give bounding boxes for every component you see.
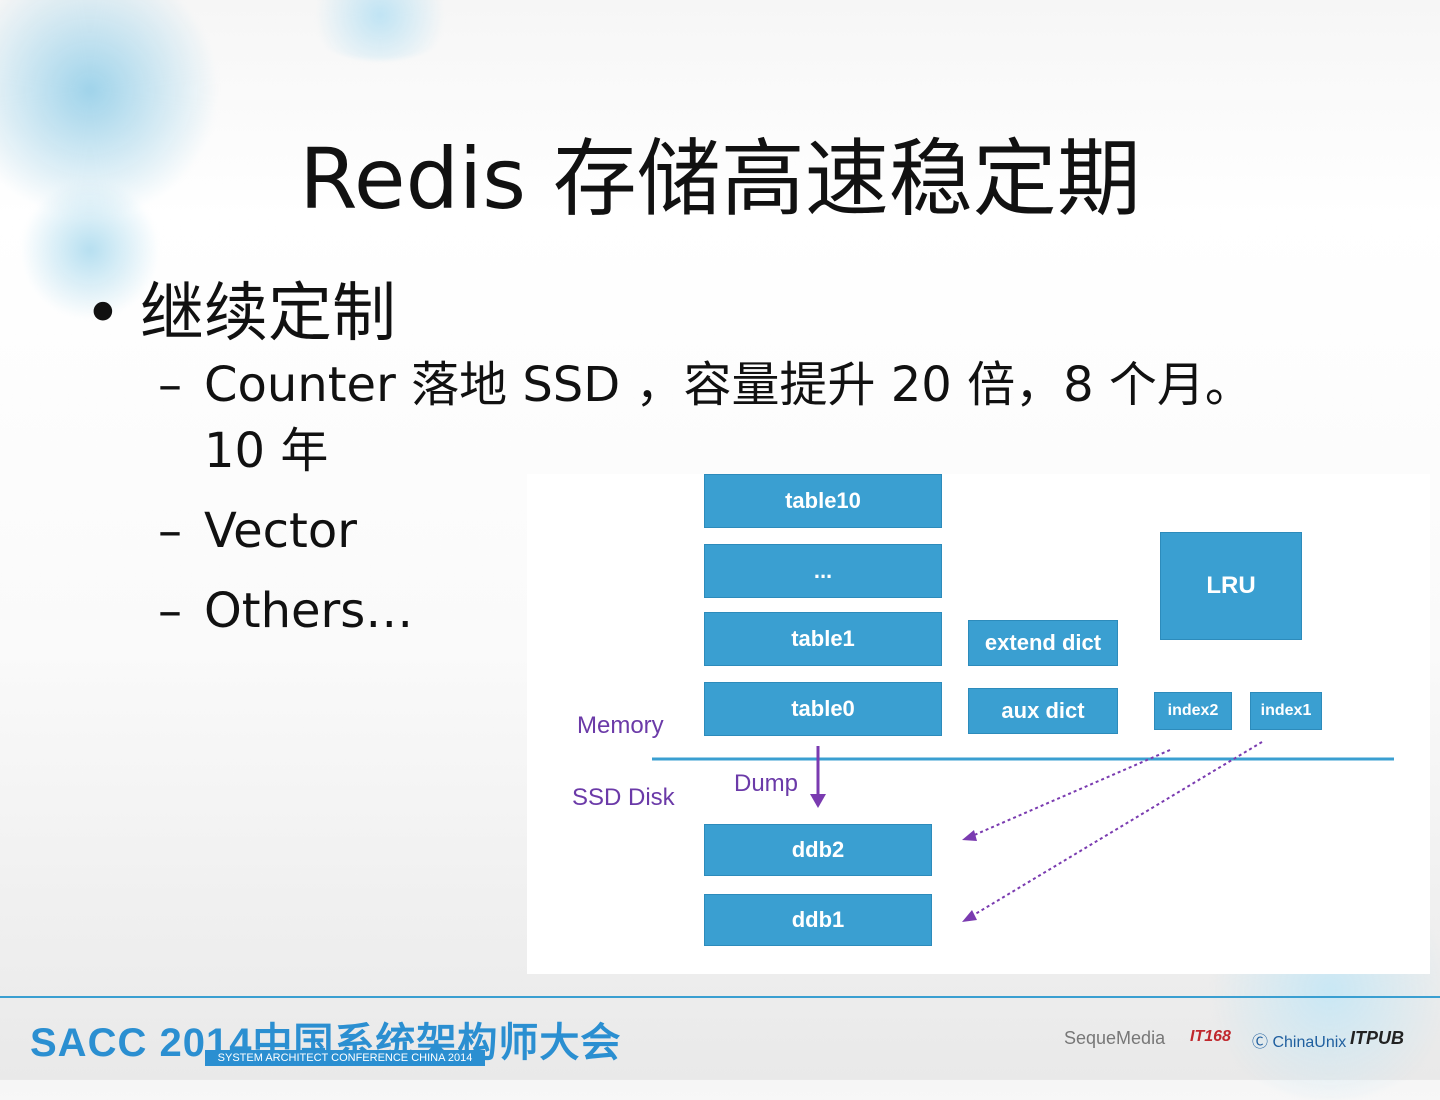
subitem-text: Others… bbox=[204, 583, 414, 639]
dump-arrow-head bbox=[810, 794, 826, 808]
index1-arrow-head bbox=[962, 910, 977, 922]
index2-arrow-head bbox=[962, 830, 977, 841]
ddb2-box: ddb2 bbox=[704, 824, 932, 876]
decor-splash bbox=[20, 180, 160, 320]
table10-box: table10 bbox=[704, 474, 942, 528]
sacc-logo-subtitle: SYSTEM ARCHITECT CONFERENCE CHINA 2014 bbox=[205, 1050, 485, 1066]
subitem-continuation: 10 年 bbox=[204, 423, 329, 479]
index2-arrow-line bbox=[971, 749, 1171, 837]
slide-title: Redis 存储高速稳定期 bbox=[299, 130, 1141, 228]
footer-divider bbox=[0, 996, 1440, 998]
subitem-counter: –Counter 落地 SSD ，容量提升 20 倍，8 个月。 bbox=[158, 357, 1253, 413]
ssd-disk-label: SSD Disk bbox=[572, 784, 675, 811]
extend-dict-box: extend dict bbox=[968, 620, 1118, 666]
sponsor-chinaunix: Ⓒ ChinaUnix bbox=[1252, 1028, 1346, 1052]
bullet-text: 继续定制 bbox=[140, 277, 396, 351]
index2-box: index2 bbox=[1154, 692, 1232, 730]
sponsor-it168: IT168 bbox=[1190, 1028, 1231, 1045]
sponsor-itpub: ITPUB bbox=[1350, 1028, 1404, 1048]
dump-label: Dump bbox=[734, 770, 799, 797]
subitem-text: Vector bbox=[204, 503, 357, 559]
memory-label: Memory bbox=[577, 712, 664, 739]
sponsor-sequemedia: SequeMedia bbox=[1064, 1028, 1166, 1048]
aux-dict-box: aux dict bbox=[968, 688, 1118, 734]
chinaunix-icon: Ⓒ bbox=[1252, 1034, 1269, 1051]
table0-box: table0 bbox=[704, 682, 942, 736]
bullet-item: •继续定制 bbox=[84, 262, 396, 354]
bullet-dot: • bbox=[84, 277, 122, 351]
subitem-others: –Others… bbox=[158, 583, 414, 639]
table1-box: table1 bbox=[704, 612, 942, 666]
index1-box: index1 bbox=[1250, 692, 1322, 730]
table-ellipsis-box: ... bbox=[704, 544, 942, 598]
ddb1-box: ddb1 bbox=[704, 894, 932, 946]
index1-arrow-line bbox=[971, 741, 1263, 917]
subitem-text: Counter 落地 SSD ，容量提升 20 倍，8 个月。 bbox=[204, 357, 1253, 413]
lru-box: LRU bbox=[1160, 532, 1302, 640]
chinaunix-text: ChinaUnix bbox=[1272, 1034, 1347, 1051]
subitem-vector: –Vector bbox=[158, 503, 357, 559]
